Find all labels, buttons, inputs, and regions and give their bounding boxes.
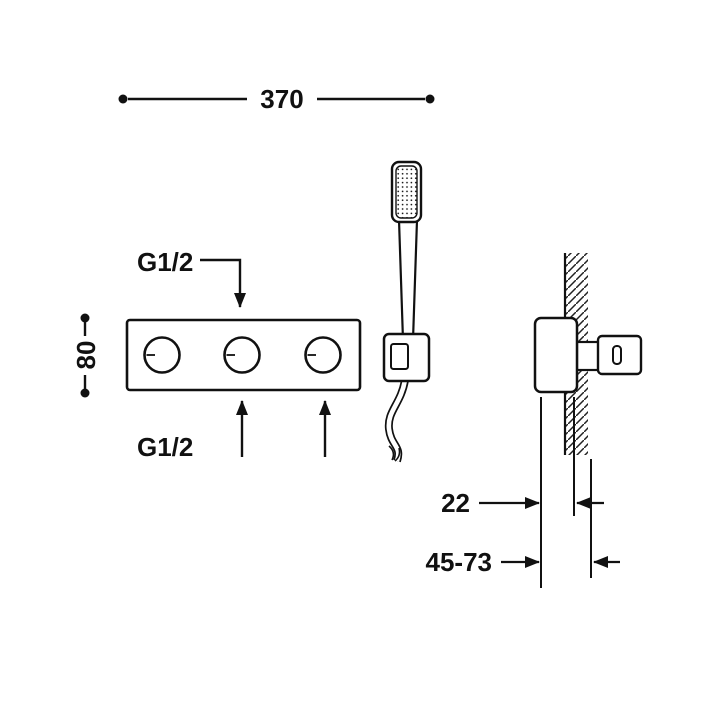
- dimension-width: 370: [118, 84, 435, 114]
- inlet-top-arrow: [200, 258, 246, 308]
- depth-dimension-label: 22: [441, 488, 470, 518]
- dimension-endpoint-dot: [80, 388, 90, 398]
- dimension-endpoint-dot: [425, 94, 435, 104]
- mixer-plate: [125, 318, 362, 392]
- knob-right: [304, 336, 342, 374]
- inlet-top-label: G1/2: [137, 247, 193, 277]
- dimension-rough-in-depth: 45-73: [426, 547, 620, 577]
- inlet-callout-bottom: G1/2: [137, 400, 331, 462]
- knob-left: [143, 336, 181, 374]
- dimension-endpoint-dot: [80, 313, 90, 323]
- cartridge-slot: [612, 345, 622, 365]
- dimension-endpoint-dot: [118, 94, 128, 104]
- width-dimension-label: 370: [260, 84, 303, 114]
- shower-hose-end: [388, 445, 401, 462]
- rough-in-dimension-label: 45-73: [426, 547, 493, 577]
- valve-trim-block: [533, 316, 579, 394]
- inlet-bottom-label: G1/2: [137, 432, 193, 462]
- extension-lines: [540, 397, 592, 588]
- dimension-depth: 22: [441, 488, 604, 518]
- valve-side-view: [533, 316, 643, 394]
- knob-center: [223, 336, 261, 374]
- bracket-clamp: [390, 343, 409, 370]
- dimension-height: 80: [71, 313, 101, 398]
- shower-handle: [397, 218, 419, 342]
- shower-head-spray-face: [395, 165, 418, 219]
- shower-hose-inner: [386, 379, 408, 462]
- height-dimension-label: 80: [71, 341, 101, 370]
- inlet-callout-top: G1/2: [137, 247, 246, 308]
- valve-stem: [575, 340, 601, 372]
- hand-shower: [382, 160, 431, 463]
